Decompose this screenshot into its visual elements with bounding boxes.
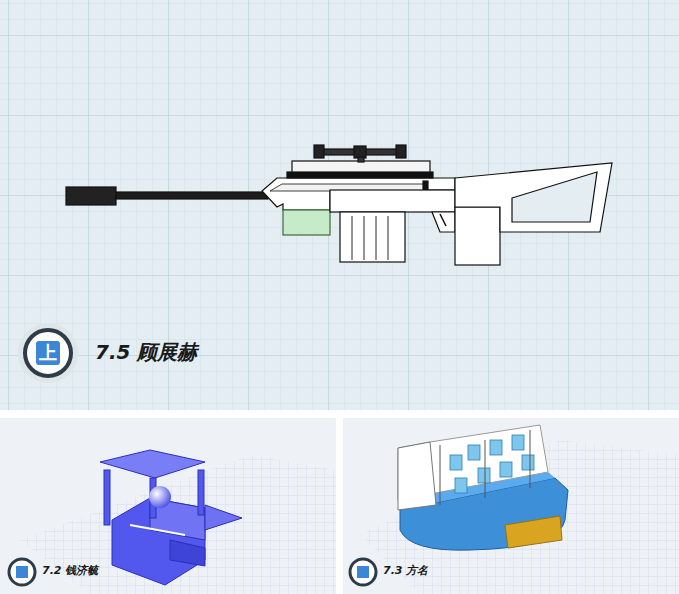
view-label: 上 xyxy=(39,343,57,363)
top-view-panel xyxy=(0,0,679,410)
front-view-panel-left xyxy=(0,418,336,594)
view-icon: 上 xyxy=(23,328,73,378)
rifle-model xyxy=(66,145,612,265)
student-caption: 7.5 顾展赫 xyxy=(95,339,197,366)
student-caption: 7.2 钱济毓 xyxy=(42,563,98,578)
student-caption: 7.3 方名 xyxy=(383,563,428,578)
view-icon-back xyxy=(18,323,78,383)
front-view-panel-right xyxy=(343,418,679,594)
